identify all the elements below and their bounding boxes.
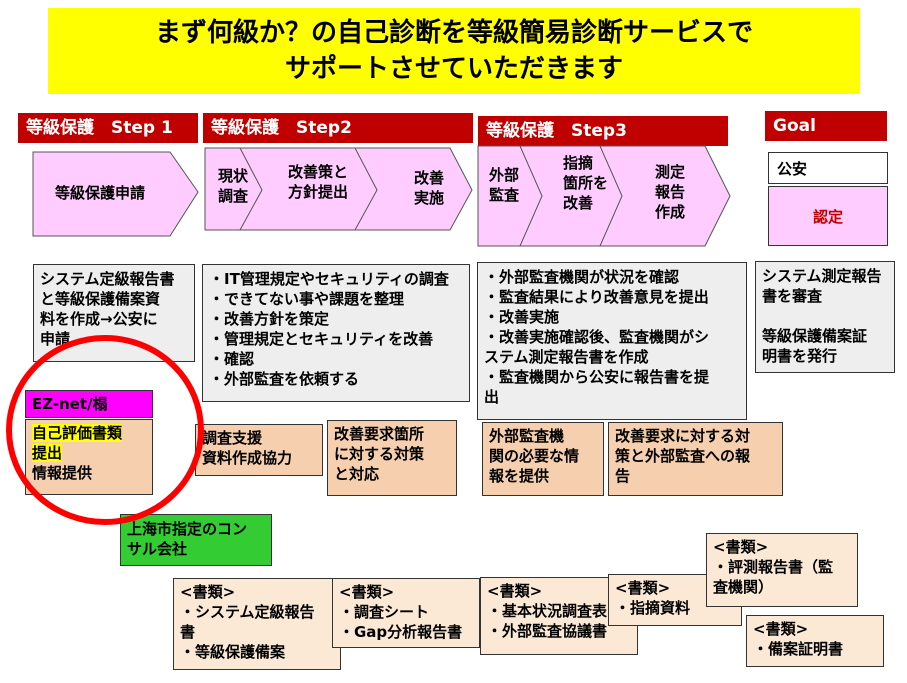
documents-step2: <書類>・調査シート・Gap分析報告書 (332, 578, 480, 648)
step2-arrow-survey-label: 現状調査 (218, 167, 249, 205)
step2-arrow-plan-label: 改善策と方針提出 (288, 163, 349, 201)
goal-header: Goal (765, 111, 887, 141)
step3-header: 等級保護 Step3 (478, 116, 728, 146)
ez-net-self-assessment: 自己評価書類 提出 情報提供 (25, 419, 153, 495)
documents-filing-certificate: <書類>・備案証明書 (746, 615, 884, 667)
step3-arrow-report-label: 測定報告作成 (655, 163, 686, 221)
ez-net-header: EZ-net/榻 (25, 390, 153, 418)
step2-arrow-implement-label: 改善実施 (414, 169, 445, 207)
process-arrows (32, 145, 731, 247)
step2-description: ・IT管理規定やセキュリティの調査・できてない事や課題を整理・改善方針を策定・管… (202, 264, 470, 402)
step2-arrow-implement (354, 147, 473, 231)
highlight-circle (6, 335, 204, 525)
consultant-company-box: 上海市指定のコンサル会社 (120, 514, 272, 566)
support-report-box: 改善要求に対する対策と外部監査への報告 (608, 422, 783, 496)
support-audit-info-box: 外部監査機関の必要な情報を提供 (482, 422, 604, 496)
goal-public-security: 公安 (768, 152, 888, 184)
step2-header: 等級保護 Step2 (203, 113, 473, 143)
page-title: まず何級か？の自己診断を等級簡易診断サービスで サポートさせていただきます (48, 8, 860, 94)
support-countermeasure-box: 改善要求箇所に対する対策と対応 (327, 420, 457, 496)
step1-arrow (32, 151, 199, 237)
step3-arrow-audit-label: 外部監査 (489, 166, 520, 204)
step1-header: 等級保護 Step 1 (18, 113, 198, 143)
support-survey-box: 調査支援資料作成協力 (195, 424, 323, 476)
documents-test-report: <書類>・評測報告書（監査機関） (706, 533, 858, 607)
step3-description: ・外部監査機関が状況を確認・監査結果により改善意見を提出・改善実施・改善実施確認… (477, 262, 747, 420)
documents-step1: <書類>・システム定級報告書・等級保護備案 (173, 578, 341, 670)
goal-description: システム測定報告書を審査 等級保護備案証明書を発行 (755, 261, 895, 373)
step3-arrow-fix-label: 指摘箇所を改善 (563, 154, 609, 212)
step3-arrow-report (599, 145, 731, 247)
title-line-1: まず何級か？の自己診断を等級簡易診断サービスで (154, 18, 753, 48)
title-line-2: サポートさせていただきます (284, 54, 623, 84)
goal-certification: 認定 (768, 186, 888, 246)
step1-arrow-label: 等級保護申請 (55, 184, 146, 202)
